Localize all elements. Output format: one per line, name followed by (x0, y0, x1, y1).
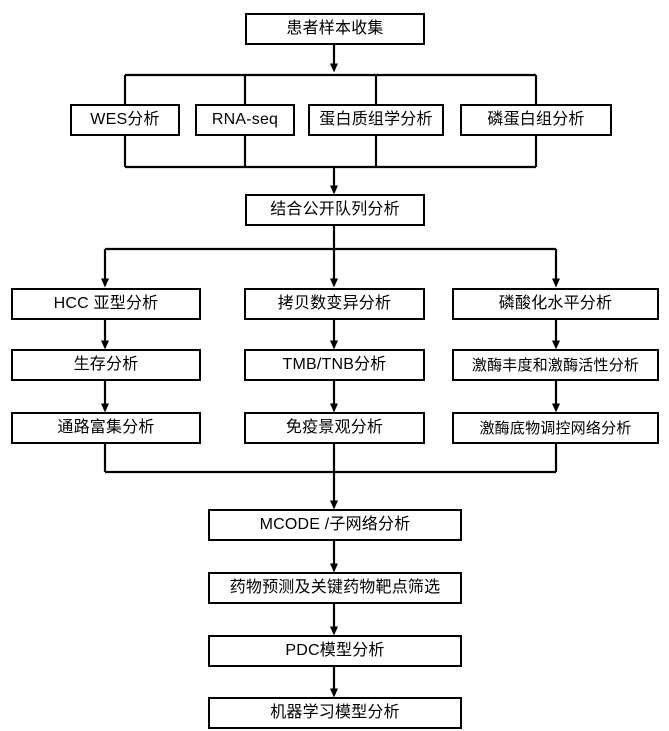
node-kinase-activity[interactable]: 激酶丰度和激酶活性分析 (452, 349, 659, 381)
node-cnv[interactable]: 拷贝数变异分析 (244, 288, 425, 320)
node-kinase-substrate[interactable]: 激酶底物调控网络分析 (452, 412, 659, 444)
node-tmb-tnb-label: TMB/TNB分析 (282, 356, 387, 373)
node-pathway-enrichment-label: 通路富集分析 (57, 419, 155, 436)
node-phospho-level[interactable]: 磷酸化水平分析 (452, 288, 659, 320)
node-cnv-label: 拷贝数变异分析 (277, 295, 392, 312)
node-survival-label: 生存分析 (73, 356, 139, 373)
node-kinase-activity-label: 激酶丰度和激酶活性分析 (471, 356, 640, 374)
node-pdc-model-label: PDC模型分析 (285, 642, 385, 659)
node-phosphoproteomics-label: 磷蛋白组分析 (487, 111, 585, 128)
node-immune-landscape[interactable]: 免疫景观分析 (244, 412, 425, 444)
node-tmb-tnb[interactable]: TMB/TNB分析 (244, 349, 425, 381)
node-immune-landscape-label: 免疫景观分析 (285, 419, 384, 436)
node-proteomics-label: 蛋白质组学分析 (319, 111, 433, 128)
node-sample-collection[interactable]: 患者样本收集 (245, 13, 425, 45)
node-pathway-enrichment[interactable]: 通路富集分析 (11, 412, 201, 444)
node-ml-model[interactable]: 机器学习模型分析 (208, 697, 462, 729)
node-public-cohort[interactable]: 结合公开队列分析 (245, 194, 425, 226)
node-hcc-subtype-label: HCC 亚型分析 (53, 295, 159, 312)
node-proteomics[interactable]: 蛋白质组学分析 (308, 104, 444, 136)
node-survival[interactable]: 生存分析 (11, 349, 201, 381)
node-ml-model-label: 机器学习模型分析 (270, 704, 400, 721)
node-mcode[interactable]: MCODE /子网络分析 (208, 509, 462, 541)
node-wes-label: WES分析 (90, 111, 160, 128)
node-rnaseq-label: RNA-seq (211, 111, 279, 128)
node-kinase-substrate-label: 激酶底物调控网络分析 (479, 419, 632, 437)
node-hcc-subtype[interactable]: HCC 亚型分析 (11, 288, 201, 320)
node-drug-prediction[interactable]: 药物预测及关键药物靶点筛选 (208, 572, 462, 604)
node-sample-collection-label: 患者样本收集 (286, 20, 384, 37)
node-mcode-label: MCODE /子网络分析 (259, 516, 411, 533)
node-rnaseq[interactable]: RNA-seq (195, 104, 295, 136)
node-phospho-level-label: 磷酸化水平分析 (498, 295, 613, 312)
node-drug-prediction-label: 药物预测及关键药物靶点筛选 (229, 579, 441, 596)
node-pdc-model[interactable]: PDC模型分析 (208, 635, 462, 667)
node-public-cohort-label: 结合公开队列分析 (270, 201, 400, 218)
node-wes[interactable]: WES分析 (70, 104, 180, 136)
node-phosphoproteomics[interactable]: 磷蛋白组分析 (460, 104, 612, 136)
